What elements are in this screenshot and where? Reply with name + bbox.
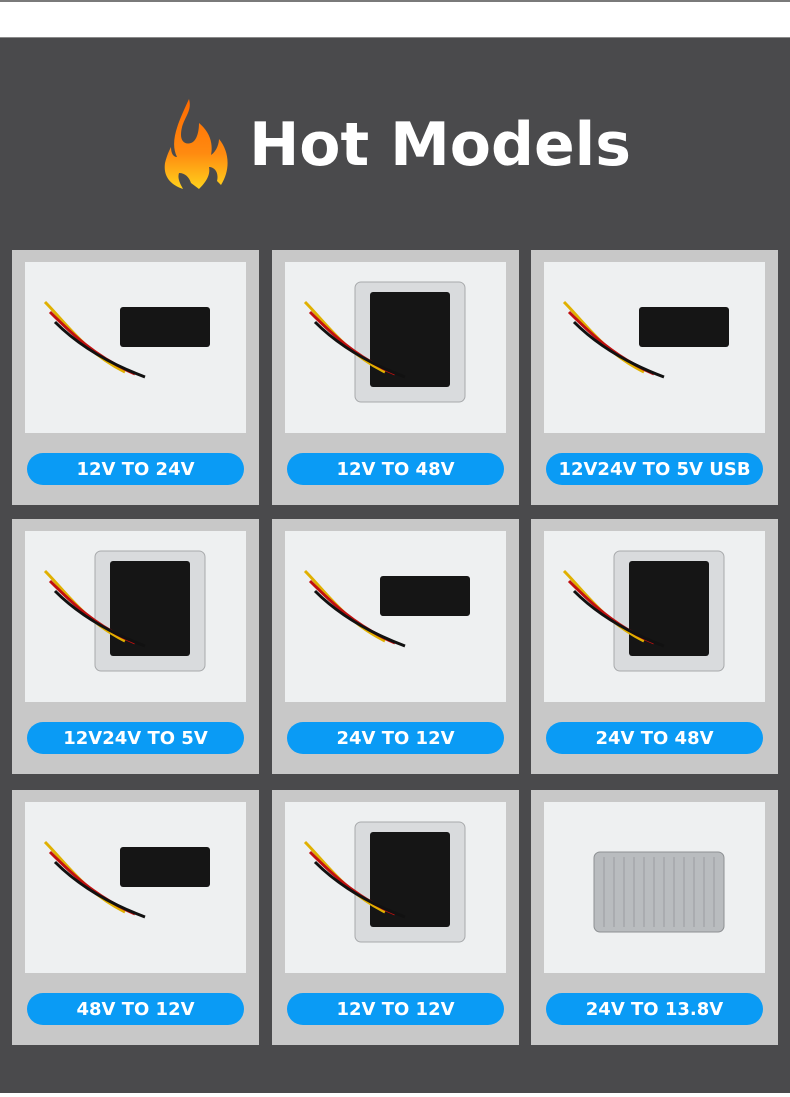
product-label-button[interactable]: 12V TO 24V [27,453,244,485]
product-label-button[interactable]: 24V TO 48V [546,722,763,754]
product-card[interactable]: 12V TO 48V [272,250,519,505]
converter-image [43,840,210,919]
product-photo[interactable] [25,802,246,973]
product-label-button[interactable]: 24V TO 13.8V [546,993,763,1025]
converter-image [303,281,466,403]
product-card[interactable]: 24V TO 48V [531,519,778,774]
converter-image [303,821,466,943]
product-label-button[interactable]: 24V TO 12V [287,722,504,754]
product-card[interactable]: 24V TO 12V [272,519,519,774]
product-photo[interactable] [25,262,246,433]
converter-image [562,550,725,672]
product-card[interactable]: 12V24V TO 5V USB [531,250,778,505]
section-heading: Hot Models [0,90,790,200]
top-bar [0,0,790,38]
converter-image [43,550,206,672]
bottom-strip [0,1093,790,1097]
product-photo[interactable] [285,531,506,702]
product-label-button[interactable]: 12V24V TO 5V USB [546,453,763,485]
product-photo[interactable] [544,531,765,702]
converter-image [303,569,470,648]
product-label-button[interactable]: 12V TO 12V [287,993,504,1025]
converter-image [593,851,725,933]
converter-image [43,300,210,379]
product-card[interactable]: 12V TO 24V [12,250,259,505]
product-photo[interactable] [285,262,506,433]
product-card[interactable]: 24V TO 13.8V [531,790,778,1045]
product-photo[interactable] [25,531,246,702]
converter-image [562,300,729,379]
product-card[interactable]: 12V24V TO 5V [12,519,259,774]
product-photo[interactable] [544,802,765,973]
product-photo[interactable] [544,262,765,433]
product-card[interactable]: 12V TO 12V [272,790,519,1045]
product-card[interactable]: 48V TO 12V [12,790,259,1045]
product-label-button[interactable]: 12V TO 48V [287,453,504,485]
fire-icon [164,99,228,189]
product-photo[interactable] [285,802,506,973]
product-label-button[interactable]: 12V24V TO 5V [27,722,244,754]
page-title: Hot Models [249,110,631,180]
product-label-button[interactable]: 48V TO 12V [27,993,244,1025]
